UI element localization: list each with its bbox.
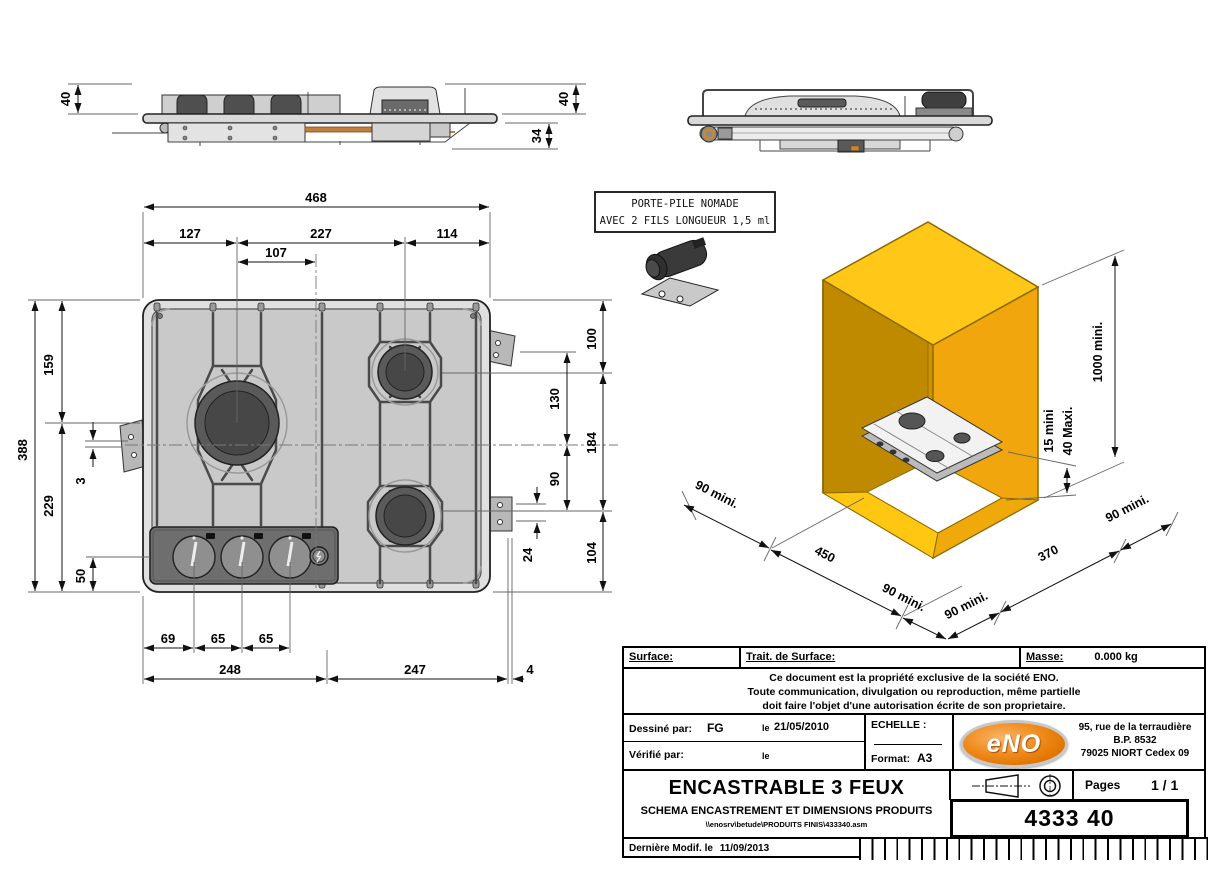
dim-40-maxi: 40 Maxi.	[1061, 407, 1075, 456]
battery-holder-part	[640, 237, 720, 307]
dim-130: 130	[547, 388, 562, 410]
drawn-date: 21/05/2010	[774, 721, 830, 733]
dim-107: 107	[265, 245, 287, 260]
dim-50: 50	[73, 569, 88, 583]
control-panel	[149, 526, 339, 585]
company-address: 95, rue de la terraudière B.P. 8532 7902…	[1066, 721, 1204, 760]
iso-hob	[860, 396, 1004, 482]
dim-114: 114	[437, 226, 459, 241]
drawn-date-prefix: le	[762, 723, 770, 733]
burner-top-right	[371, 338, 439, 406]
checked-by-cell: Vérifié par: le	[624, 742, 864, 769]
address-line3: 79025 NIORT Cedex 09	[1080, 748, 1190, 759]
dim-227: 227	[310, 226, 332, 241]
revision-tick-cells	[859, 837, 1208, 860]
dim-90: 90	[547, 472, 562, 486]
dim-468: 468	[305, 190, 327, 205]
surface-cell: Surface:	[624, 648, 739, 669]
battery-label-line1: PORTE-PILE NOMADE	[631, 198, 738, 210]
scale-label: ECHELLE :	[871, 719, 927, 731]
pages-value: 1 / 1	[1151, 777, 1179, 793]
dim-15-mini: 15 mini	[1042, 409, 1056, 452]
dim-90-mini-front-right: 90 mini.	[942, 589, 990, 623]
dim-159: 159	[41, 354, 56, 376]
property-line2: Toute communication, divulgation ou repr…	[747, 686, 1081, 698]
dim-65a: 65	[211, 631, 225, 646]
checked-date-prefix: le	[762, 751, 770, 761]
pages-label: Pages	[1085, 778, 1121, 792]
mass-label: Masse:	[1026, 651, 1064, 663]
igniter-button	[309, 546, 329, 566]
format-value: A3	[917, 751, 933, 765]
last-modified-label: Dernière Modif. le	[629, 843, 713, 854]
dim-247: 247	[404, 662, 426, 677]
dim-40-right: 40	[556, 92, 571, 106]
file-path: \\enosrv\betude\PRODUITS FINIS\433340.as…	[705, 820, 868, 829]
drawing-title-cell: ENCASTRABLE 3 FEUX SCHEMA ENCASTREMENT E…	[624, 769, 949, 837]
part-number: 4333 40	[1024, 805, 1115, 831]
battery-label-line2: AVEC 2 FILS LONGUEUR 1,5 ml	[600, 215, 771, 227]
title-block: Surface: Trait. de Surface: Masse: 0.000…	[622, 646, 1208, 860]
dim-34: 34	[529, 128, 544, 143]
scale-cell: ECHELLE : Format: A3	[864, 715, 952, 769]
dim-450: 450	[812, 543, 837, 565]
eno-logo: eNO	[960, 720, 1068, 768]
part-number-box: 4333 40	[950, 799, 1189, 838]
dim-4: 4	[526, 662, 534, 677]
dim-104: 104	[584, 541, 599, 563]
surface-treatment-label: Trait. de Surface:	[746, 651, 836, 663]
property-notice: Ce document est la propriété exclusive d…	[624, 669, 1204, 715]
dim-370: 370	[1036, 542, 1061, 564]
plan-view: 468 127 227 114 107 388 159 229 3 50 100…	[15, 190, 618, 684]
drawn-by-cell: Dessiné par: FG le 21/05/2010	[624, 715, 864, 742]
property-line1: Ce document est la propriété exclusive d…	[769, 672, 1059, 684]
eno-logo-text: eNO	[986, 729, 1042, 758]
dim-24: 24	[520, 547, 535, 562]
burner-bottom-right	[368, 479, 442, 553]
property-line3: doit faire l'objet d'une autorisation éc…	[762, 700, 1066, 712]
address-line2: B.P. 8532	[1113, 735, 1157, 746]
dim-127: 127	[179, 226, 201, 241]
surface-label: Surface:	[629, 651, 674, 663]
dim-248: 248	[219, 662, 241, 677]
last-modified-cell: Dernière Modif. le 11/09/2013	[624, 837, 859, 858]
drawing-title: ENCASTRABLE 3 FEUX	[668, 777, 905, 799]
projection-symbol	[972, 774, 1061, 798]
drawing-subtitle: SCHEMA ENCASTREMENT ET DIMENSIONS PRODUI…	[640, 805, 933, 817]
dim-65b: 65	[259, 631, 273, 646]
front-view	[687, 89, 993, 153]
battery-holder-callout: PORTE-PILE NOMADE AVEC 2 FILS LONGUEUR 1…	[594, 191, 776, 307]
dim-184: 184	[584, 431, 599, 453]
dim-90-mini-left: 90 mini.	[693, 478, 741, 512]
company-cell: eNO 95, rue de la terraudière B.P. 8532 …	[952, 715, 1204, 769]
dim-229: 229	[41, 495, 56, 517]
side-view: 40 34 40	[58, 83, 586, 150]
checked-by-label: Vérifié par:	[629, 749, 684, 761]
dim-100: 100	[584, 328, 599, 350]
dim-90-mini-right: 90 mini.	[1103, 492, 1151, 526]
mass-value: 0.000 kg	[1094, 651, 1138, 663]
dim-40-left: 40	[58, 92, 73, 106]
dim-1000-mini: 1000 mini.	[1091, 322, 1105, 382]
drawn-by-label: Dessiné par:	[629, 723, 693, 735]
drawn-by-value: FG	[706, 721, 724, 735]
projection-pages-cell: Pages 1 / 1	[949, 769, 1204, 800]
dim-69: 69	[161, 631, 175, 646]
mass-cell: Masse: 0.000 kg	[1019, 648, 1204, 669]
dim-3: 3	[73, 477, 88, 484]
surface-treatment-cell: Trait. de Surface:	[739, 648, 1019, 669]
iso-view: 1000 mini. 15 mini 40 Maxi. 90 mini. 450…	[681, 221, 1179, 640]
format-label: Format:	[871, 753, 911, 765]
last-modified-date: 11/09/2013	[719, 843, 770, 854]
dim-388: 388	[15, 439, 30, 461]
address-line1: 95, rue de la terraudière	[1078, 722, 1192, 733]
